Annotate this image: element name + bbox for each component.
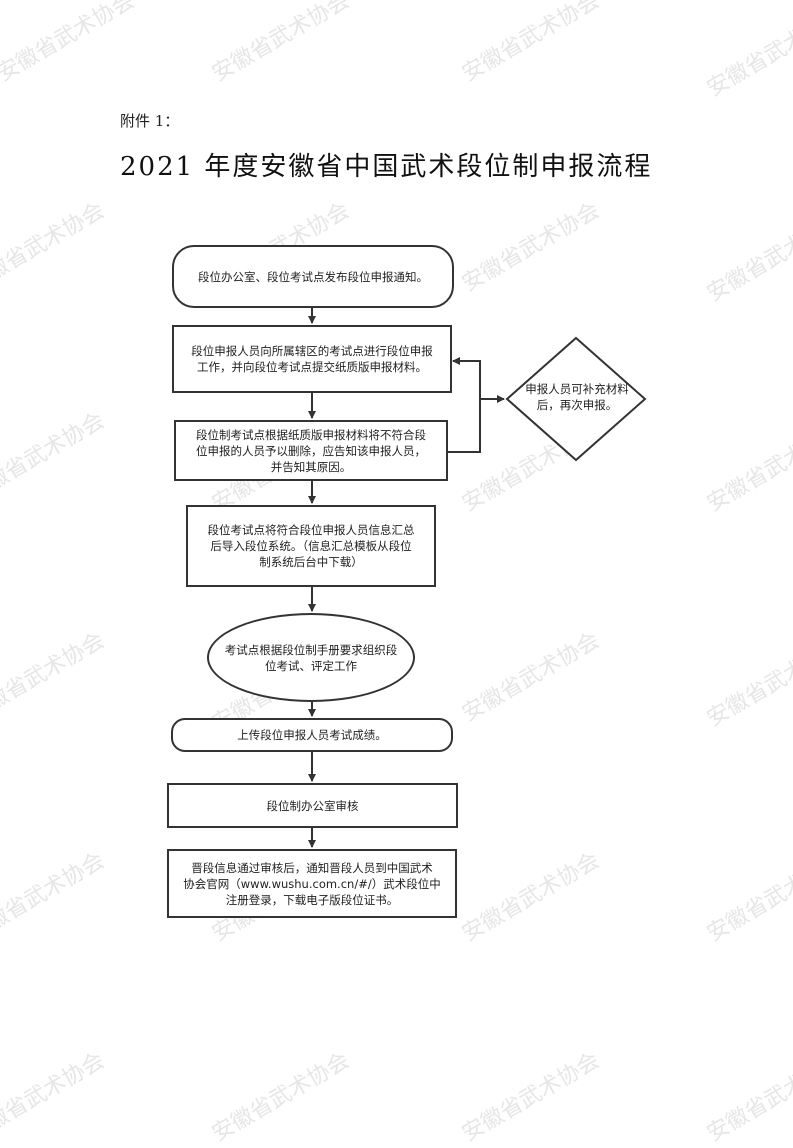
step-upload-scores: 上传段位申报人员考试成绩。 (171, 718, 453, 752)
step-organize-exam-text: 考试点根据段位制手册要求组织段 位考试、评定工作 (224, 642, 398, 673)
step-download-certificate: 晋段信息通过审核后，通知晋段人员到中国武术 协会官网（www.wushu.com… (167, 849, 457, 918)
step-organize-exam: 考试点根据段位制手册要求组织段 位考试、评定工作 (207, 613, 415, 702)
step-download-certificate-text: 晋段信息通过审核后，通知晋段人员到中国武术 协会官网（www.wushu.com… (183, 860, 441, 907)
step-office-audit: 段位制办公室审核 (167, 783, 458, 828)
step-publish-notice-text: 段位办公室、段位考试点发布段位申报通知。 (198, 269, 428, 284)
step-office-audit-text: 段位制办公室审核 (266, 798, 359, 813)
flow-connectors (308, 308, 647, 848)
loop-review-to-submit (448, 357, 481, 453)
step-review-materials: 段位制考试点根据纸质版申报材料将不符合段 位申报的人员予以删除，应告知该申报人员… (174, 420, 448, 481)
step-submit-application: 段位申报人员向所属辖区的考试点进行段位申报 工作，并向段位考试点提交纸质版申报材… (172, 325, 452, 393)
page-title: 2021 年度安徽省中国武术段位制申报流程 (120, 152, 653, 182)
attachment-label: 附件 1： (120, 112, 180, 130)
step-upload-scores-text: 上传段位申报人员考试成绩。 (237, 728, 387, 742)
step-import-system: 段位考试点将符合段位申报人员信息汇总 后导入段位系统。（信息汇总模板从段位 制系… (186, 505, 436, 587)
step-import-system-text: 段位考试点将符合段位申报人员信息汇总 后导入段位系统。（信息汇总模板从段位 制系… (207, 523, 415, 569)
step-supplement-text: 申报人员可补充材料 后，再次申报。 (525, 382, 629, 412)
supplement-diamond (505, 336, 647, 462)
step-submit-application-text: 段位申报人员向所属辖区的考试点进行段位申报 工作，并向段位考试点提交纸质版申报材… (191, 344, 433, 374)
step-publish-notice: 段位办公室、段位考试点发布段位申报通知。 (172, 245, 454, 308)
step-review-materials-text: 段位制考试点根据纸质版申报材料将不符合段 位申报的人员予以删除，应告知该申报人员… (196, 427, 426, 474)
